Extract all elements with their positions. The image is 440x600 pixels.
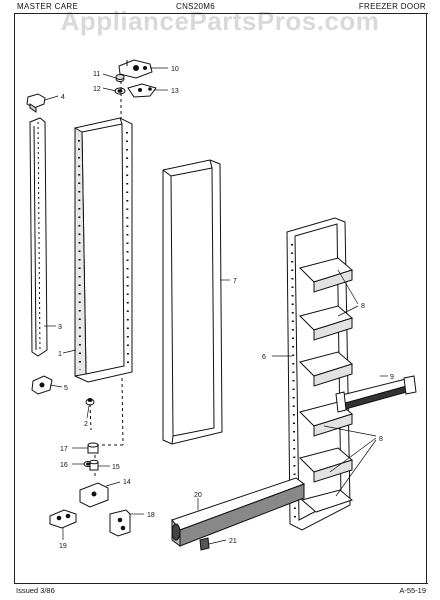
header-section: FREEZER DOOR (358, 2, 426, 11)
callout-6: 6 (262, 354, 266, 361)
header-model: CNS20M6 (176, 2, 216, 11)
part-shelf-bar (335, 375, 417, 413)
callout-8-lower: 8 (379, 436, 383, 443)
callout-12: 12 (93, 86, 101, 93)
callout-10: 10 (171, 66, 179, 73)
part-hinge-spacer (87, 442, 99, 454)
part-door-liner (74, 117, 133, 383)
part-bottom-hinge-plate (49, 509, 77, 529)
callout-20: 20 (194, 492, 202, 499)
callout-9: 9 (390, 374, 394, 381)
issue-date: Issued 3/86 (16, 586, 55, 595)
part-trim-clip (199, 537, 210, 551)
part-hinge-bushing (115, 74, 125, 82)
callout-labels: 10 11 12 13 4 3 1 5 2 7 6 8 9 8 17 16 15… (58, 66, 394, 550)
part-hinge-bushing-lower (89, 459, 99, 471)
header-rule (14, 13, 428, 14)
part-gasket-strip (29, 117, 48, 357)
callout-16: 16 (60, 462, 68, 469)
callout-1: 1 (58, 351, 62, 358)
part-hinge-washer (114, 87, 126, 95)
page-code: A-55-19 (399, 586, 426, 595)
assembly-guide-lines (89, 81, 124, 478)
callout-17: 17 (60, 446, 68, 453)
part-door-shelves (299, 257, 354, 513)
callout-14: 14 (123, 479, 131, 486)
callout-3: 3 (58, 324, 62, 331)
callout-4: 4 (61, 94, 65, 101)
diagram-frame (14, 13, 427, 583)
callout-21: 21 (229, 538, 237, 545)
callout-5: 5 (64, 385, 68, 392)
callout-13: 13 (171, 88, 179, 95)
footer-rule (14, 583, 428, 584)
header-brand: MASTER CARE (17, 2, 79, 11)
callout-18: 18 (147, 512, 155, 519)
part-hinge-shim (127, 83, 157, 98)
part-lower-hinge (79, 482, 109, 508)
callout-7: 7 (233, 278, 237, 285)
part-door-stop (26, 93, 46, 113)
callout-19: 19 (59, 543, 67, 550)
callout-15: 15 (112, 464, 120, 471)
part-lower-bracket (31, 375, 53, 395)
part-hinge-bracket (109, 509, 131, 537)
part-top-hinge (118, 59, 153, 79)
part-door-gasket (162, 159, 223, 445)
part-door-trim (171, 477, 306, 547)
callout-11: 11 (93, 71, 100, 78)
callout-8-upper: 8 (361, 303, 365, 310)
callout-leaders (44, 67, 388, 545)
watermark: AppliancePartsPros.com (60, 6, 380, 36)
callout-2: 2 (84, 421, 88, 428)
